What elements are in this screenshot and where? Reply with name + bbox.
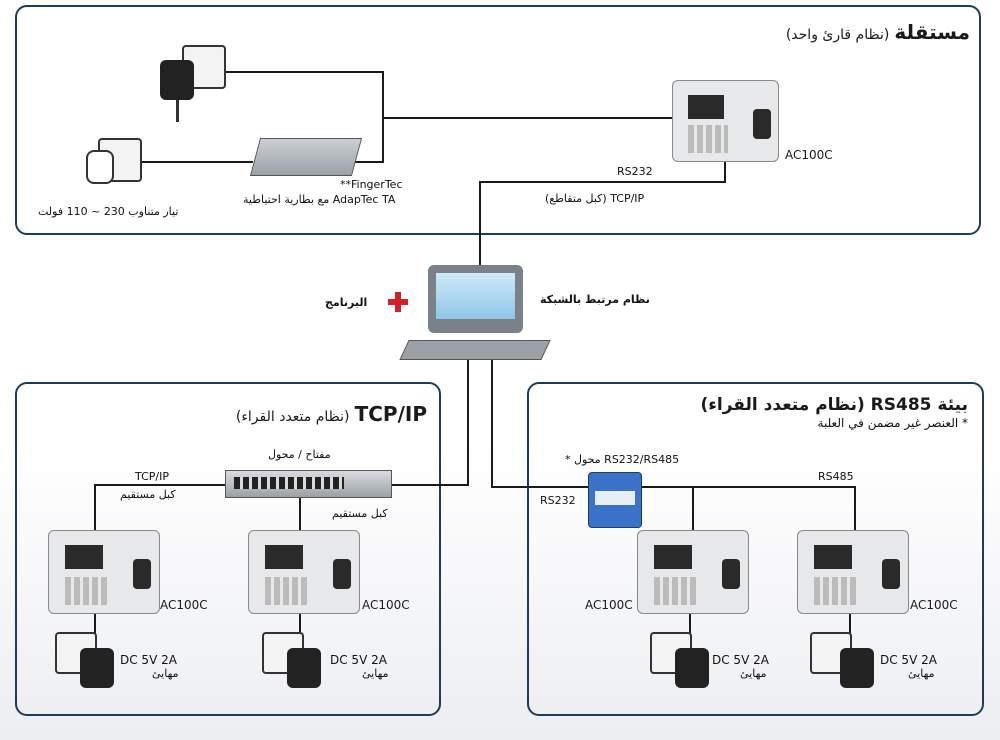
rs485-rs232-label: RS232 (540, 494, 576, 507)
rs485-device-1: AC100C (585, 598, 633, 612)
tcpip-cable-label: TCP/IP (135, 470, 169, 483)
screen-icon (654, 545, 692, 569)
standalone-device-label: AC100C (785, 148, 833, 162)
fingerprint-sensor-icon (133, 559, 151, 589)
screen-icon (814, 545, 852, 569)
ac100c-terminal-icon (248, 530, 360, 614)
rs485-note: * العنصر غير مضمن في العلبة (817, 416, 968, 430)
tcpip-power-1: DC 5V 2A (120, 653, 177, 667)
tcpip-title-bold: TCP/IP (354, 402, 427, 426)
ac100c-terminal-icon (48, 530, 160, 614)
fingerprint-sensor-icon (333, 559, 351, 589)
tcpip-power-2-sub: مهايئ (362, 667, 389, 680)
screen-icon (265, 545, 303, 569)
fingerprint-sensor-icon (753, 109, 771, 139)
tcpip-power-1-sub: مهايئ (152, 667, 179, 680)
ac100c-terminal-icon (672, 80, 779, 162)
computer-monitor-icon (428, 265, 523, 333)
rs232-rs485-converter-icon (588, 472, 642, 528)
ac-plug-icon (86, 150, 114, 184)
keypad-icon (65, 577, 107, 605)
power-adapter-icon (160, 60, 194, 100)
standalone-title-bold: مستقلة (894, 20, 970, 44)
standalone-title: مستقلة (نظام قارئ واحد) (786, 20, 970, 44)
switch-label: مفتاح / محول (268, 448, 331, 461)
standalone-panel (15, 5, 981, 235)
tcpip-panel (15, 382, 441, 716)
tcpip-power-2: DC 5V 2A (330, 653, 387, 667)
network-switch-icon (225, 470, 392, 498)
fingerprint-sensor-icon (722, 559, 740, 589)
rs485-rs485-label: RS485 (818, 470, 854, 483)
standalone-tcpip-label: TCP/IP (كبل متقاطع) (545, 192, 645, 205)
adaptec-label-1: **FingerTec (340, 178, 403, 191)
monitor-screen-icon (436, 273, 515, 319)
adaptec-label-2: AdapTec TA مع بطارية احتياطية (243, 193, 396, 206)
power-adapter-icon (287, 648, 321, 688)
screen-icon (65, 545, 103, 569)
keyboard-icon (399, 340, 551, 360)
fingerprint-sensor-icon (882, 559, 900, 589)
switch-ports-icon (234, 477, 344, 489)
rs485-power-1-sub: مهايئ (740, 667, 767, 680)
rs485-device-2: AC100C (910, 598, 958, 612)
ac100c-terminal-icon (637, 530, 749, 614)
ac100c-terminal-icon (797, 530, 909, 614)
standalone-rs232-label: RS232 (617, 165, 653, 178)
rs485-title: بيئة RS485 (نظام متعدد القراء) (700, 395, 968, 415)
adaptec-ta-icon (249, 138, 363, 176)
straight-cable-1: كبل مستقيم (120, 488, 176, 501)
power-adapter-icon (80, 648, 114, 688)
rs485-power-2: DC 5V 2A (880, 653, 937, 667)
rs485-power-2-sub: مهايئ (908, 667, 935, 680)
keypad-icon (654, 577, 696, 605)
tcpip-device-1: AC100C (160, 598, 208, 612)
rs485-power-1: DC 5V 2A (712, 653, 769, 667)
keypad-icon (814, 577, 856, 605)
screen-icon (688, 95, 724, 119)
software-label: البرنامج (325, 296, 368, 309)
ac-power-label: تيار متناوب 230 ~ 110 فولت (38, 205, 179, 218)
keypad-icon (688, 125, 728, 153)
adapter-cord (176, 100, 179, 122)
tcpip-title-sub: (نظام متعدد القراء) (235, 409, 350, 425)
standalone-title-sub: (نظام قارئ واحد) (785, 27, 890, 43)
tcpip-device-2: AC100C (362, 598, 410, 612)
rs485-panel (527, 382, 984, 716)
power-adapter-icon (675, 648, 709, 688)
networked-system-label: نظام مرتبط بالشبكة (540, 293, 650, 306)
power-adapter-icon (840, 648, 874, 688)
converter-plate-icon (595, 491, 635, 505)
converter-label: RS232/RS485 محول * (565, 453, 680, 466)
keypad-icon (265, 577, 307, 605)
straight-cable-2: كبل مستقيم (332, 507, 388, 520)
plus-icon (388, 292, 408, 312)
tcpip-title: TCP/IP (نظام متعدد القراء) (236, 402, 427, 426)
